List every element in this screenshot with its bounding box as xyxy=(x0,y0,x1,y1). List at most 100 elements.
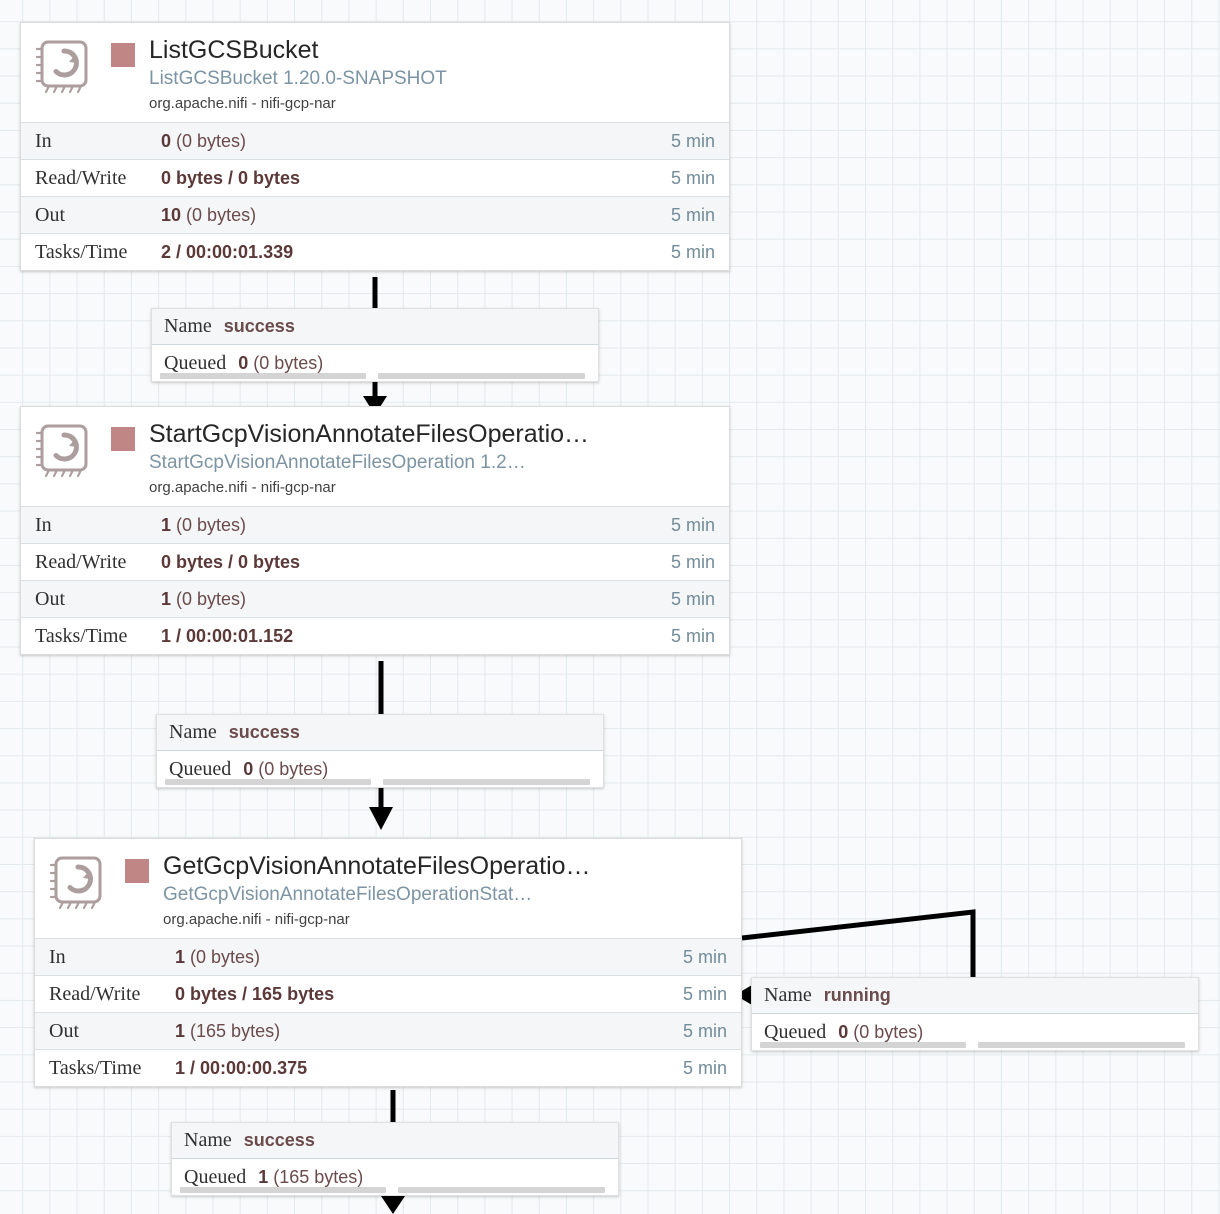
processor-icon xyxy=(35,37,97,99)
stat-value-detail: (165 bytes) xyxy=(190,1020,281,1041)
processor-type: GetGcpVisionAnnotateFilesOperationStat… xyxy=(163,884,533,905)
stat-value-number: 1 xyxy=(175,1020,186,1041)
stat-value: 0 bytes / 165 bytes xyxy=(175,984,683,1005)
stat-time: 5 min xyxy=(670,130,715,151)
connection-label-success-1[interactable]: Name success Queued 0 (0 bytes) xyxy=(151,308,599,382)
connection-name-row: Name success xyxy=(152,309,598,345)
stat-time: 5 min xyxy=(682,946,727,967)
connection-name-row: Name running xyxy=(752,978,1198,1014)
stat-value: 2 / 00:00:01.339 xyxy=(161,242,671,263)
stat-row: Read/Write 0 bytes / 0 bytes 5 min xyxy=(21,159,729,196)
stat-value: 1 (165 bytes) xyxy=(175,1021,683,1042)
queue-size-bar xyxy=(378,373,585,379)
processor-type: ListGCSBucket 1.20.0-SNAPSHOT xyxy=(149,68,447,89)
processor-start-gcp-vision[interactable]: StartGcpVisionAnnotateFilesOperatio… Sta… xyxy=(20,406,730,655)
stat-value: 1 (0 bytes) xyxy=(161,515,671,536)
connection-name-value: running xyxy=(823,985,891,1005)
connection-queued-key: Queued xyxy=(764,1020,827,1043)
stat-row: Read/Write 0 bytes / 165 bytes 5 min xyxy=(35,975,741,1012)
processor-icon xyxy=(35,421,97,483)
stat-time: 5 min xyxy=(670,241,715,262)
stat-value-number: 2 / 00:00:01.339 xyxy=(161,241,294,262)
stat-row: Out 1 (165 bytes) 5 min xyxy=(35,1012,741,1049)
stat-value: 1 (0 bytes) xyxy=(161,589,671,610)
stat-label: In xyxy=(49,945,66,968)
stat-time: 5 min xyxy=(670,625,715,646)
connection-name-row: Name success xyxy=(172,1123,618,1159)
connection-progress-bars xyxy=(180,1187,610,1193)
processor-name: StartGcpVisionAnnotateFilesOperatio… xyxy=(149,420,590,448)
stat-value-number: 0 bytes / 0 bytes xyxy=(161,551,301,572)
queue-size-bar xyxy=(978,1042,1185,1048)
connection-progress-bars xyxy=(760,1042,1190,1048)
stat-row: Read/Write 0 bytes / 0 bytes 5 min xyxy=(21,543,729,580)
stat-time: 5 min xyxy=(682,1020,727,1041)
stat-label: In xyxy=(35,129,52,152)
processor-get-gcp-vision[interactable]: GetGcpVisionAnnotateFilesOperatio… GetGc… xyxy=(34,838,742,1087)
stat-value-number: 10 xyxy=(161,204,182,225)
connection-name-key: Name xyxy=(164,315,212,337)
connection-queued-value: 0 (0 bytes) xyxy=(238,353,323,374)
stat-label: Out xyxy=(49,1019,79,1042)
connection-queued-size: (0 bytes) xyxy=(853,1021,924,1042)
processor-name: GetGcpVisionAnnotateFilesOperatio… xyxy=(163,852,591,880)
stat-time: 5 min xyxy=(670,588,715,609)
stat-value-number: 1 xyxy=(175,946,186,967)
processor-header: GetGcpVisionAnnotateFilesOperatio… GetGc… xyxy=(35,839,741,938)
processor-list-gcs-bucket[interactable]: ListGCSBucket ListGCSBucket 1.20.0-SNAPS… xyxy=(20,22,730,271)
connection-progress-bars xyxy=(165,779,595,785)
processor-type: StartGcpVisionAnnotateFilesOperation 1.2… xyxy=(149,452,526,473)
stat-row: Tasks/Time 2 / 00:00:01.339 5 min xyxy=(21,233,729,270)
connection-label-success-2[interactable]: Name success Queued 0 (0 bytes) xyxy=(156,714,604,788)
stat-row: In 0 (0 bytes) 5 min xyxy=(21,122,729,159)
processor-name: ListGCSBucket xyxy=(149,36,319,64)
processor-bundle: org.apache.nifi - nifi-gcp-nar xyxy=(163,911,350,928)
connection-queued-value: 0 (0 bytes) xyxy=(838,1022,923,1043)
stat-value: 0 (0 bytes) xyxy=(161,131,671,152)
connection-name-key: Name xyxy=(764,984,812,1006)
stat-value-detail: (0 bytes) xyxy=(176,514,247,535)
stat-row: Tasks/Time 1 / 00:00:01.152 5 min xyxy=(21,617,729,654)
queue-count-bar xyxy=(160,373,367,379)
stat-value-number: 1 / 00:00:01.152 xyxy=(161,625,294,646)
connection-name-key: Name xyxy=(169,721,217,743)
connection-queued-size: (165 bytes) xyxy=(273,1166,364,1187)
connection-queued-value: 1 (165 bytes) xyxy=(258,1167,363,1188)
queue-count-bar xyxy=(760,1042,967,1048)
stat-row: Out 10 (0 bytes) 5 min xyxy=(21,196,729,233)
stat-row: Tasks/Time 1 / 00:00:00.375 5 min xyxy=(35,1049,741,1086)
processor-header: ListGCSBucket ListGCSBucket 1.20.0-SNAPS… xyxy=(21,23,729,122)
stat-time: 5 min xyxy=(682,983,727,1004)
connection-queued-value: 0 (0 bytes) xyxy=(243,759,328,780)
queue-size-bar xyxy=(383,779,590,785)
connection-progress-bars xyxy=(160,373,590,379)
stat-value-number: 0 bytes / 0 bytes xyxy=(161,167,301,188)
connection-queued-count: 0 xyxy=(243,758,254,779)
connection-label-running[interactable]: Name running Queued 0 (0 bytes) xyxy=(751,977,1199,1051)
queue-size-bar xyxy=(398,1187,605,1193)
connection-queued-key: Queued xyxy=(169,757,232,780)
stat-value-detail: (0 bytes) xyxy=(176,588,247,609)
stat-value-detail: (0 bytes) xyxy=(186,204,257,225)
stat-row: Out 1 (0 bytes) 5 min xyxy=(21,580,729,617)
stat-value: 0 bytes / 0 bytes xyxy=(161,552,671,573)
stat-value-detail: (0 bytes) xyxy=(176,130,247,151)
status-badge xyxy=(111,427,135,451)
stat-value-number: 0 bytes / 165 bytes xyxy=(175,983,335,1004)
stat-row: In 1 (0 bytes) 5 min xyxy=(21,506,729,543)
stat-row: In 1 (0 bytes) 5 min xyxy=(35,938,741,975)
processor-header: StartGcpVisionAnnotateFilesOperatio… Sta… xyxy=(21,407,729,506)
stat-value-number: 1 / 00:00:00.375 xyxy=(175,1057,308,1078)
stat-label: Read/Write xyxy=(49,982,141,1005)
stat-label: Tasks/Time xyxy=(35,240,128,263)
stat-value-number: 1 xyxy=(161,588,172,609)
connection-queued-key: Queued xyxy=(164,351,227,374)
connection-label-success-3[interactable]: Name success Queued 1 (165 bytes) xyxy=(171,1122,619,1196)
processor-icon xyxy=(49,853,111,915)
stat-time: 5 min xyxy=(670,204,715,225)
status-badge xyxy=(125,859,149,883)
stat-label: Tasks/Time xyxy=(49,1056,142,1079)
stat-value: 1 / 00:00:00.375 xyxy=(175,1058,683,1079)
connection-queued-count: 0 xyxy=(238,352,249,373)
processor-titles: StartGcpVisionAnnotateFilesOperatio… Sta… xyxy=(149,419,589,498)
